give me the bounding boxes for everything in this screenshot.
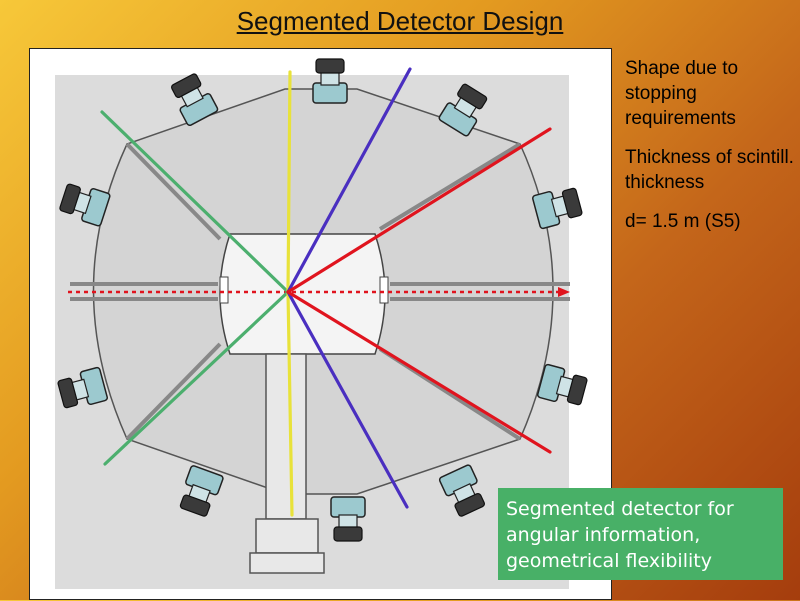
note-shape: Shape due to stopping requirements [625,58,739,129]
note-distance: d= 1.5 m (S5) [625,211,741,232]
slide-title: Segmented Detector Design [236,6,564,36]
beam-flange-left [219,276,229,304]
callout-box: Segmented detector for angular informati… [498,488,783,580]
detector-diagram [29,48,612,600]
beam-flange-right [379,276,389,304]
detector-schematic [55,58,590,589]
beam-axis [68,287,570,297]
note-thickness: Thickness of scintill. thickness [625,147,794,193]
segment-lines [100,67,552,517]
side-notes: Shape due to stopping requirements Thick… [625,56,797,248]
support-stand [249,353,325,574]
